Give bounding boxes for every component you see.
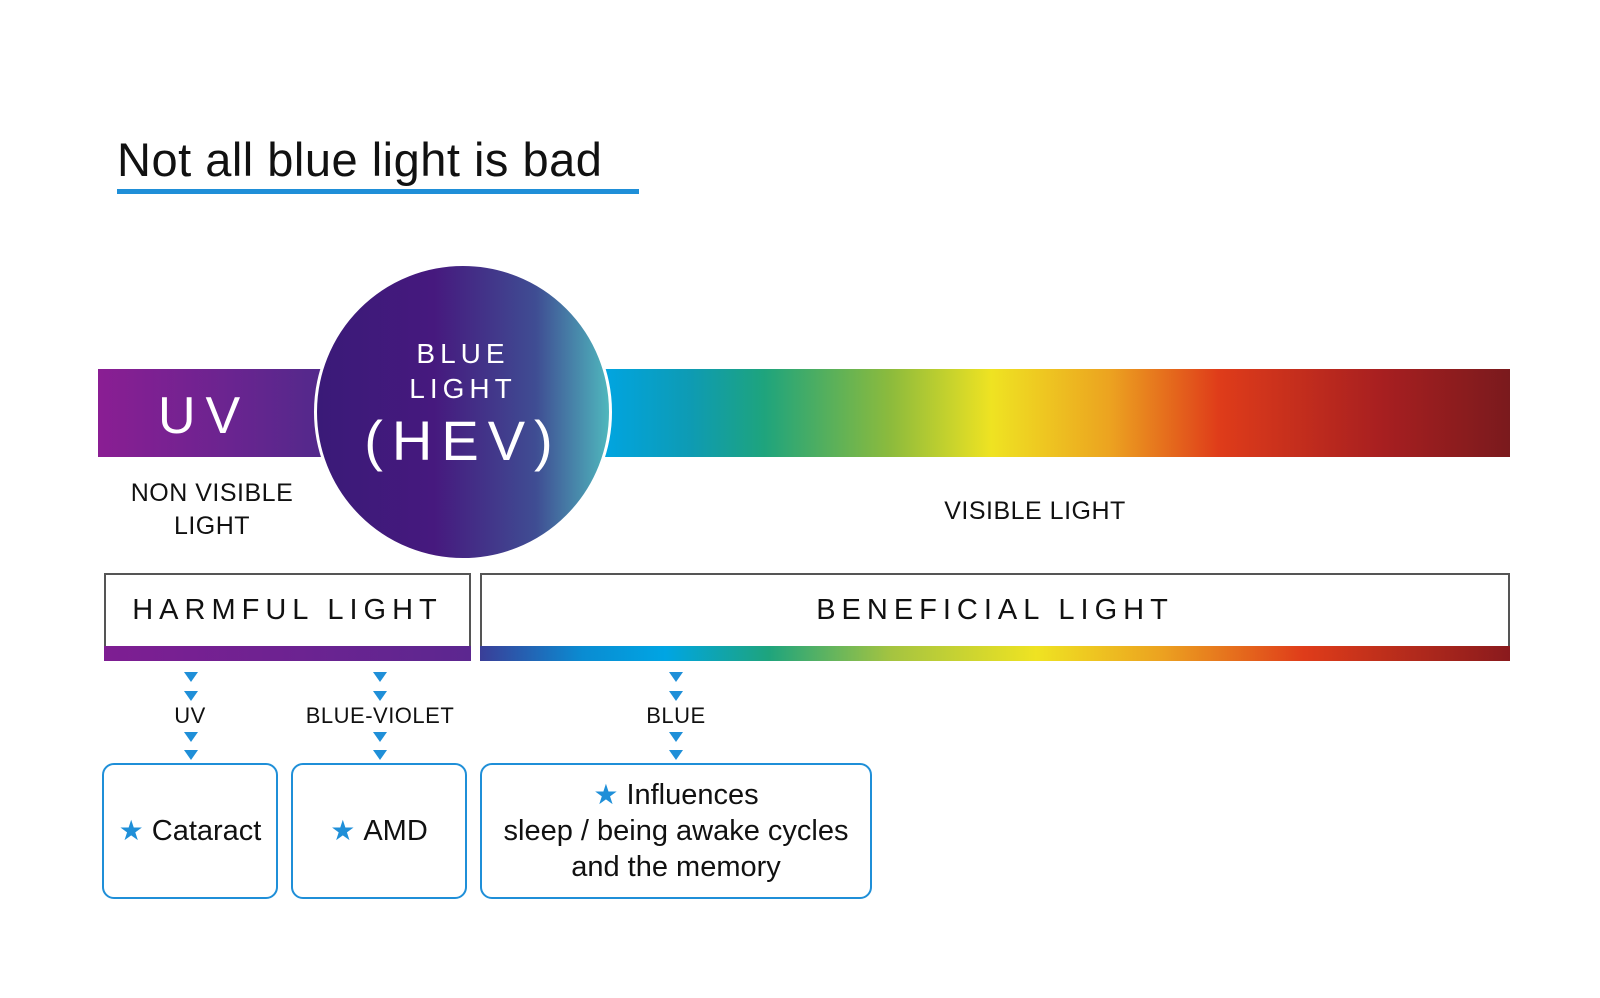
arrow-down-icon	[373, 732, 387, 742]
effect-cataract-label: Cataract	[151, 815, 262, 847]
beneficial-light-label: BENEFICIAL LIGHT	[816, 594, 1174, 626]
arrow-down-icon	[184, 732, 198, 742]
harmful-light-label: HARMFUL LIGHT	[132, 594, 443, 626]
arrow-down-icon	[184, 691, 198, 701]
effect-blue-line1: Influences	[626, 779, 759, 811]
beneficial-light-stripe	[480, 646, 1510, 661]
source-label-blue-violet: BLUE-VIOLET	[305, 703, 455, 728]
arrow-down-icon	[373, 672, 387, 682]
effect-blue-line2: sleep / being awake cycles	[503, 815, 849, 847]
arrow-down-icon	[373, 691, 387, 701]
uv-spectrum-bar	[98, 369, 338, 457]
effect-box-cataract: ★ Cataract	[102, 763, 278, 899]
hev-circle-label: BLUE LIGHT	[314, 336, 612, 406]
arrow-down-icon	[373, 750, 387, 760]
hev-label-abbrev: (HEV)	[364, 409, 562, 472]
title-underline	[117, 189, 639, 194]
arrow-down-icon	[669, 732, 683, 742]
effect-blue-line3: and the memory	[571, 851, 781, 883]
arrow-down-icon	[669, 750, 683, 760]
arrow-down-icon	[184, 750, 198, 760]
visible-spectrum-bar	[600, 369, 1510, 457]
source-label-blue: BLUE	[646, 703, 706, 728]
star-icon: ★	[330, 815, 356, 846]
beneficial-light-header: BENEFICIAL LIGHT	[480, 573, 1510, 646]
arrow-down-icon	[669, 691, 683, 701]
star-icon: ★	[118, 815, 144, 846]
hev-label-line2: LIGHT	[409, 373, 517, 404]
non-visible-line1: NON VISIBLE	[130, 479, 294, 507]
effect-box-amd: ★ AMD	[291, 763, 467, 899]
arrow-down-icon	[184, 672, 198, 682]
uv-bar-label: UV	[158, 387, 251, 445]
arrow-down-icon	[669, 672, 683, 682]
non-visible-line2: LIGHT	[173, 512, 251, 540]
visible-light-label: VISIBLE LIGHT	[944, 497, 1126, 525]
effect-amd-label: AMD	[363, 815, 428, 847]
harmful-light-stripe	[104, 646, 471, 661]
source-label-uv: UV	[174, 703, 206, 728]
page-title: Not all blue light is bad	[117, 133, 603, 186]
harmful-light-header: HARMFUL LIGHT	[104, 573, 471, 646]
non-visible-light-label: NON VISIBLE LIGHT	[112, 477, 312, 543]
hev-label-line1: BLUE	[416, 338, 510, 369]
hev-circle	[314, 263, 612, 561]
effect-box-blue: ★Influences sleep / being awake cycles a…	[480, 763, 872, 899]
star-icon: ★	[593, 779, 619, 810]
